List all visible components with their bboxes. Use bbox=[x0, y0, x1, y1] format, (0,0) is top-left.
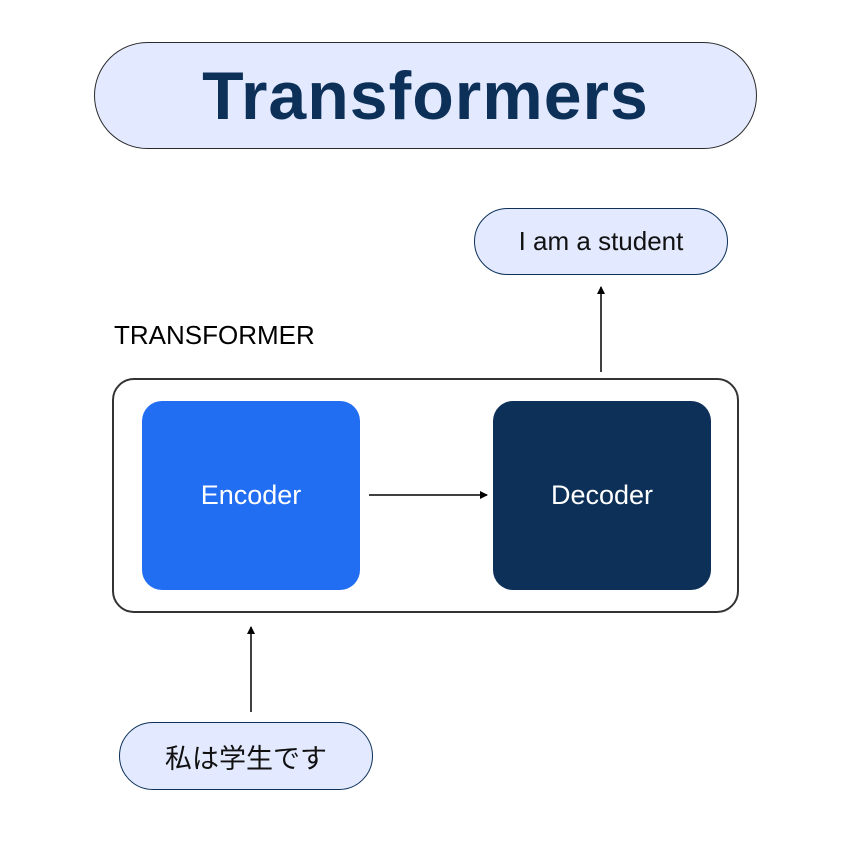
decoder-block: Decoder bbox=[493, 401, 711, 590]
decoder-label: Decoder bbox=[550, 480, 654, 510]
output-text-pill: I am a student bbox=[474, 208, 728, 275]
encoder-block: Encoder bbox=[142, 401, 360, 590]
title-pill: Transformers bbox=[94, 42, 757, 149]
input-text-pill: 私は学生です bbox=[119, 722, 373, 790]
transformer-label: TRANSFORMER bbox=[114, 320, 315, 350]
transformer-container bbox=[112, 378, 739, 613]
encoder-label: Encoder bbox=[200, 480, 302, 510]
